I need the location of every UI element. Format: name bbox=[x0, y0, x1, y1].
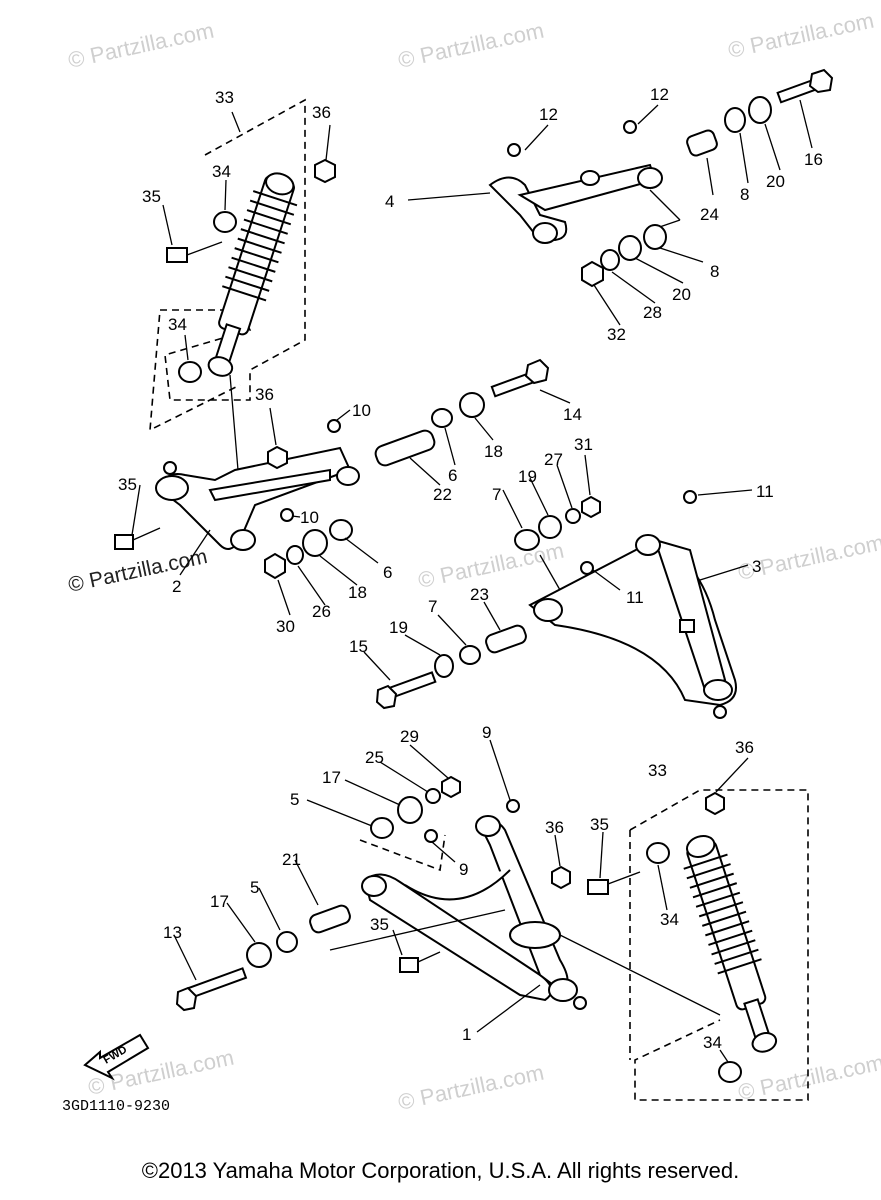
callout-36: 36 bbox=[545, 818, 564, 837]
callout-6: 6 bbox=[383, 563, 392, 582]
callout-21: 21 bbox=[282, 850, 301, 869]
watermark: © Partzilla.com bbox=[66, 545, 209, 597]
callout-1: 1 bbox=[462, 1025, 471, 1044]
callout-19: 19 bbox=[389, 618, 408, 637]
watermark: © Partzilla.com bbox=[396, 1060, 546, 1115]
shock-absorber-upper-left bbox=[149, 98, 336, 471]
callout-33: 33 bbox=[215, 88, 234, 107]
callout-4: 4 bbox=[385, 192, 394, 211]
callout-34: 34 bbox=[703, 1033, 722, 1052]
callout-9: 9 bbox=[459, 860, 468, 879]
callout-29: 29 bbox=[400, 727, 419, 746]
callout-16: 16 bbox=[804, 150, 823, 169]
callout-5: 5 bbox=[250, 878, 259, 897]
callout-32: 32 bbox=[607, 325, 626, 344]
callout-30: 30 bbox=[276, 617, 295, 636]
callout-7: 7 bbox=[492, 485, 501, 504]
callout-34: 34 bbox=[212, 162, 231, 181]
copyright-notice: ©2013 Yamaha Motor Corporation, U.S.A. A… bbox=[141, 1158, 740, 1183]
callout-10: 10 bbox=[352, 401, 371, 420]
callout-15: 15 bbox=[349, 637, 368, 656]
callout-17: 17 bbox=[322, 768, 341, 787]
callout-10: 10 bbox=[300, 508, 319, 527]
leader-lines bbox=[131, 99, 813, 1063]
callout-35: 35 bbox=[370, 915, 389, 934]
callout-33: 33 bbox=[648, 761, 667, 780]
callout-24: 24 bbox=[700, 205, 719, 224]
callout-34: 34 bbox=[660, 910, 679, 929]
upper-arm-right bbox=[488, 68, 834, 288]
watermark: © Partzilla.com bbox=[416, 538, 566, 593]
callout-8: 8 bbox=[740, 185, 749, 204]
callout-27: 27 bbox=[544, 450, 563, 469]
callout-7: 7 bbox=[428, 597, 437, 616]
callout-6: 6 bbox=[448, 466, 457, 485]
lower-arm-left bbox=[114, 358, 550, 580]
callout-12: 12 bbox=[539, 105, 558, 124]
callout-13: 13 bbox=[163, 923, 182, 942]
diagram-code: 3GD1110-9230 bbox=[62, 1098, 170, 1115]
callout-35: 35 bbox=[590, 815, 609, 834]
callout-35: 35 bbox=[118, 475, 137, 494]
shock-absorber-lower-right bbox=[587, 789, 809, 1101]
callout-25: 25 bbox=[365, 748, 384, 767]
callout-22: 22 bbox=[433, 485, 452, 504]
callout-14: 14 bbox=[563, 405, 582, 424]
callout-36: 36 bbox=[735, 738, 754, 757]
lower-arm-right bbox=[375, 490, 737, 719]
watermark: © Partzilla.com bbox=[396, 18, 546, 73]
parts-diagram: © Partzilla.com © Partzilla.com © Partzi… bbox=[62, 8, 881, 1115]
callout-5: 5 bbox=[290, 790, 299, 809]
callout-28: 28 bbox=[643, 303, 662, 322]
watermark: © Partzilla.com bbox=[726, 8, 876, 63]
callout-2: 2 bbox=[172, 577, 181, 596]
callout-23: 23 bbox=[470, 585, 489, 604]
callout-11: 11 bbox=[756, 482, 774, 501]
callout-31: 31 bbox=[574, 435, 593, 454]
callout-17: 17 bbox=[210, 892, 229, 911]
watermark: © Partzilla.com bbox=[66, 18, 216, 73]
callout-35: 35 bbox=[142, 187, 161, 206]
part-callouts: 33 36 34 35 34 12 12 4 16 20 8 24 8 20 2… bbox=[118, 85, 823, 1052]
callout-3: 3 bbox=[752, 557, 761, 576]
callout-20: 20 bbox=[672, 285, 691, 304]
callout-9: 9 bbox=[482, 723, 491, 742]
callout-36: 36 bbox=[312, 103, 331, 122]
callout-18: 18 bbox=[484, 442, 503, 461]
lower-arm-bottom bbox=[175, 775, 721, 1016]
callout-8: 8 bbox=[710, 262, 719, 281]
callout-36: 36 bbox=[255, 385, 274, 404]
callout-20: 20 bbox=[766, 172, 785, 191]
callout-12: 12 bbox=[650, 85, 669, 104]
callout-34: 34 bbox=[168, 315, 187, 334]
callout-18: 18 bbox=[348, 583, 367, 602]
callout-19: 19 bbox=[518, 467, 537, 486]
callout-26: 26 bbox=[312, 602, 331, 621]
callout-11: 11 bbox=[626, 588, 644, 607]
